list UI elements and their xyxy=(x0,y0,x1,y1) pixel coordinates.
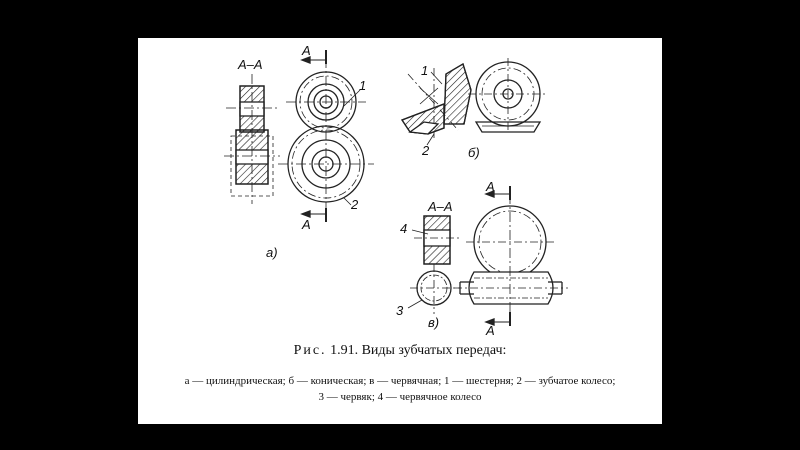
section-label-c: А–А xyxy=(428,199,453,214)
part-label-1-a: 1 xyxy=(359,78,367,93)
arrow-label-c-bottom: А xyxy=(486,323,495,338)
gear-drawing xyxy=(224,50,568,326)
part-label-3: 3 xyxy=(396,303,404,318)
worm-section xyxy=(410,264,460,314)
bevel-gear-section xyxy=(401,63,472,138)
spur-gear-section xyxy=(224,74,280,204)
part-label-2-a: 2 xyxy=(351,197,359,212)
arrow-label-a-top: А xyxy=(302,43,311,58)
arrow-label-a-bottom: А xyxy=(302,217,311,232)
figure-caption-title: Рис. 1.91. Виды зубчатых передач: xyxy=(138,343,662,359)
view-label-a: а) xyxy=(266,245,278,260)
arrow-label-c-top: А xyxy=(486,179,495,194)
view-label-c: в) xyxy=(428,315,440,330)
figure-caption-legend-line-1: а — цилиндрическая; б — коническая; в — … xyxy=(184,375,616,387)
bevel-gear-front xyxy=(468,58,548,133)
part-label-1-b: 1 xyxy=(421,63,429,78)
part-label-2-b: 2 xyxy=(422,143,430,158)
figure-caption-prefix: Рис. xyxy=(293,343,327,358)
figure-caption-legend-line-2: 3 — червяк; 4 — червячное колесо xyxy=(318,391,482,403)
part-label-4: 4 xyxy=(400,221,408,236)
section-label-a: А–А xyxy=(238,57,263,72)
figure-caption-text: 1.91. Виды зубчатых передач: xyxy=(326,343,507,358)
slide: А–А А А 1 2 а) 1 2 б) А–А А А 4 3 в) Рис… xyxy=(138,38,662,424)
worm-front xyxy=(454,271,568,305)
view-label-b: б) xyxy=(468,145,480,160)
worm-wheel-section xyxy=(414,215,460,265)
